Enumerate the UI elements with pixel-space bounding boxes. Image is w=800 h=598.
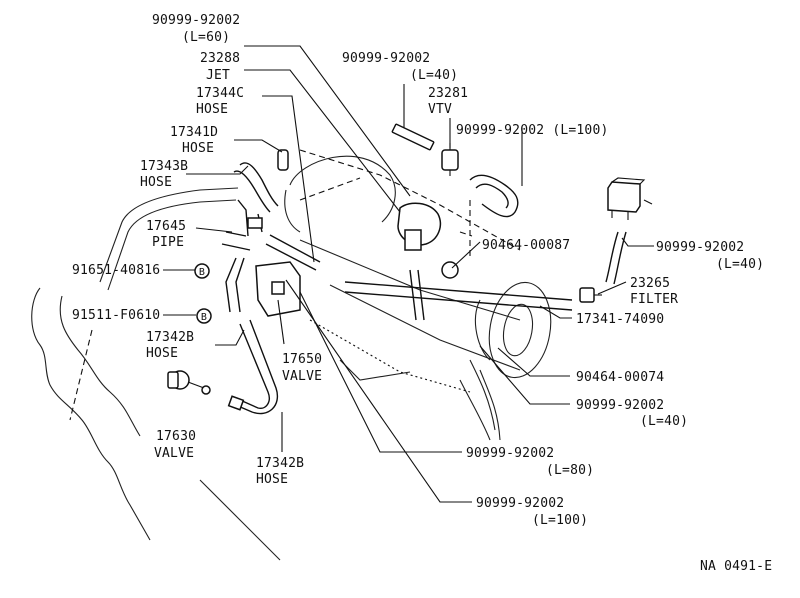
callout-c12-line2: HOSE (256, 472, 288, 487)
callout-c14-line2: VTV (428, 102, 452, 117)
callout-c12-line1: 17342B (256, 456, 304, 471)
marker-b-1: B (194, 263, 210, 279)
callout-c23-line2: (L=100) (532, 513, 588, 528)
callout-c8-line1: 91511-F0610 (72, 308, 160, 323)
callout-c3-line1: 17344C (196, 86, 244, 101)
callout-c11-line1: 17630 (156, 429, 196, 444)
callout-c1-line2: (L=60) (182, 30, 230, 45)
callout-c4-line1: 17341D (170, 125, 218, 140)
figure-code: NA 0491-E (700, 559, 772, 574)
callout-c1-line1: 90999-92002 (152, 13, 240, 28)
hose-17342b-lower (227, 319, 279, 415)
vtv-23281-part (441, 143, 459, 176)
leader-lines (163, 45, 654, 503)
callout-c22-line1: 90999-92002 (466, 446, 554, 461)
filter-23265-part (579, 287, 602, 303)
engine-outline (31, 187, 281, 561)
callout-c17-line1: 90999-92002 (656, 240, 744, 255)
callout-c10-line2: VALVE (282, 369, 322, 384)
marker-b-2-text: B (201, 312, 207, 323)
hose-l40-vertical (605, 231, 627, 285)
callout-c9-line2: HOSE (146, 346, 178, 361)
marker-b-2: B (196, 308, 212, 324)
callout-c2-line1: 23288 (200, 51, 240, 66)
valve-17650-part (225, 257, 301, 317)
callout-c21-line2: (L=40) (640, 414, 688, 429)
hose-17344c (265, 234, 321, 271)
callout-c6-line1: 17645 (146, 219, 186, 234)
callout-c4-line2: HOSE (182, 141, 214, 156)
callout-c10-line1: 17650 (282, 352, 322, 367)
callout-c5-line2: HOSE (140, 175, 172, 190)
callout-labels: 90999-92002 (L=60) 23288 JET 17344C HOSE… (72, 13, 764, 528)
callout-c16-line1: 90464-00087 (482, 238, 570, 253)
callout-c13-line1: 90999-92002 (342, 51, 430, 66)
hose-17341d (277, 149, 289, 171)
callout-c11-line2: VALVE (154, 446, 194, 461)
callout-c5-line1: 17343B (140, 159, 188, 174)
callout-c13-line2: (L=40) (410, 68, 458, 83)
callout-c21-line1: 90999-92002 (576, 398, 664, 413)
callout-c15-line1: 90999-92002 (L=100) (456, 123, 609, 138)
pipe-17645 (221, 199, 263, 251)
callout-c18-line2: FILTER (630, 292, 678, 307)
callout-c18-line1: 23265 (630, 276, 670, 291)
callout-c6-line2: PIPE (152, 235, 184, 250)
callout-c19-line1: 17341-74090 (576, 312, 664, 327)
callout-c17-line2: (L=40) (716, 257, 764, 272)
callout-c23-line1: 90999-92002 (476, 496, 564, 511)
hose-l100-curved (469, 174, 519, 218)
callout-c14-line1: 23281 (428, 86, 468, 101)
callout-c3-line2: HOSE (196, 102, 228, 117)
hose-17343b (233, 162, 279, 213)
valve-17630-part (167, 370, 211, 395)
callout-c7-line1: 91651-40816 (72, 263, 160, 278)
callout-c22-line2: (L=80) (546, 463, 594, 478)
box-part-top-right (607, 177, 653, 220)
hose-l40-near-vtv (391, 123, 435, 151)
hose-17341-74090 (344, 281, 573, 311)
marker-b-1-text: B (199, 267, 205, 278)
callout-c20-line1: 90464-00074 (576, 370, 664, 385)
callout-c2-line2: JET (206, 68, 230, 83)
callout-c9-line1: 17342B (146, 330, 194, 345)
valve-cluster-center (397, 202, 459, 321)
dashed-connectors (299, 177, 473, 260)
